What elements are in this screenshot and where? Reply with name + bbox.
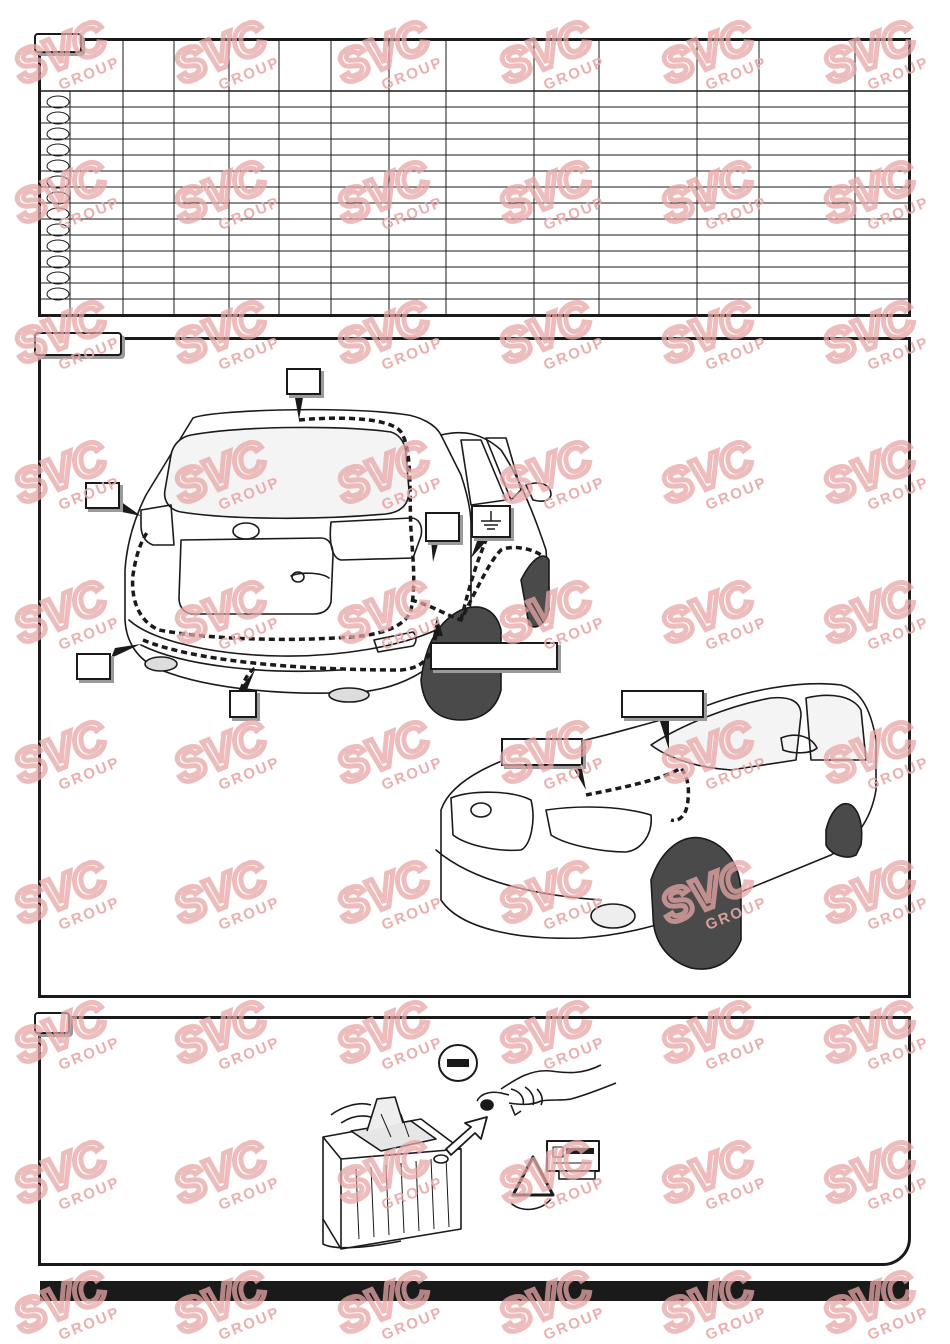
battery-disconnect-panel xyxy=(38,1016,911,1266)
vehicle-routing-panel xyxy=(38,337,911,998)
callout-engine-bay xyxy=(501,738,583,766)
callout-wiring-module xyxy=(430,642,558,670)
watermark-sub: GROUP xyxy=(703,1304,770,1340)
watermark-sub: GROUP xyxy=(56,1304,123,1340)
callout-cabin-entry xyxy=(621,690,704,718)
section-tag-3 xyxy=(34,1012,70,1034)
callout-bumper-center xyxy=(229,690,257,718)
arrow-icon xyxy=(445,1116,488,1156)
callout-bumper-left xyxy=(76,653,111,680)
watermark-sub: GROUP xyxy=(865,1304,932,1340)
radio-unit-icon xyxy=(546,1140,600,1180)
battery-icon xyxy=(322,1096,462,1250)
watermark-sub: GROUP xyxy=(379,1304,446,1340)
battery-illustration xyxy=(322,1044,617,1250)
hand-wrench-icon xyxy=(476,1064,617,1116)
section-tag-2 xyxy=(34,332,122,356)
callout-right-taillight xyxy=(425,512,460,542)
section-tag-1 xyxy=(34,33,82,53)
ground-symbol-callout xyxy=(471,505,511,538)
front-car-outline xyxy=(435,682,877,970)
ground-icon xyxy=(481,511,501,530)
warning-icon xyxy=(511,1155,555,1197)
callout-left-taillight xyxy=(85,482,120,509)
watermark-sub: GROUP xyxy=(541,1304,608,1340)
watermark-sub: GROUP xyxy=(216,1304,283,1340)
callout-roof xyxy=(286,368,321,395)
minus-terminal-icon xyxy=(438,1044,478,1082)
callout-pointers xyxy=(103,392,669,790)
wiring-table-panel xyxy=(38,38,911,317)
wiring-table-grid xyxy=(41,41,908,314)
footer-bar xyxy=(40,1281,909,1301)
